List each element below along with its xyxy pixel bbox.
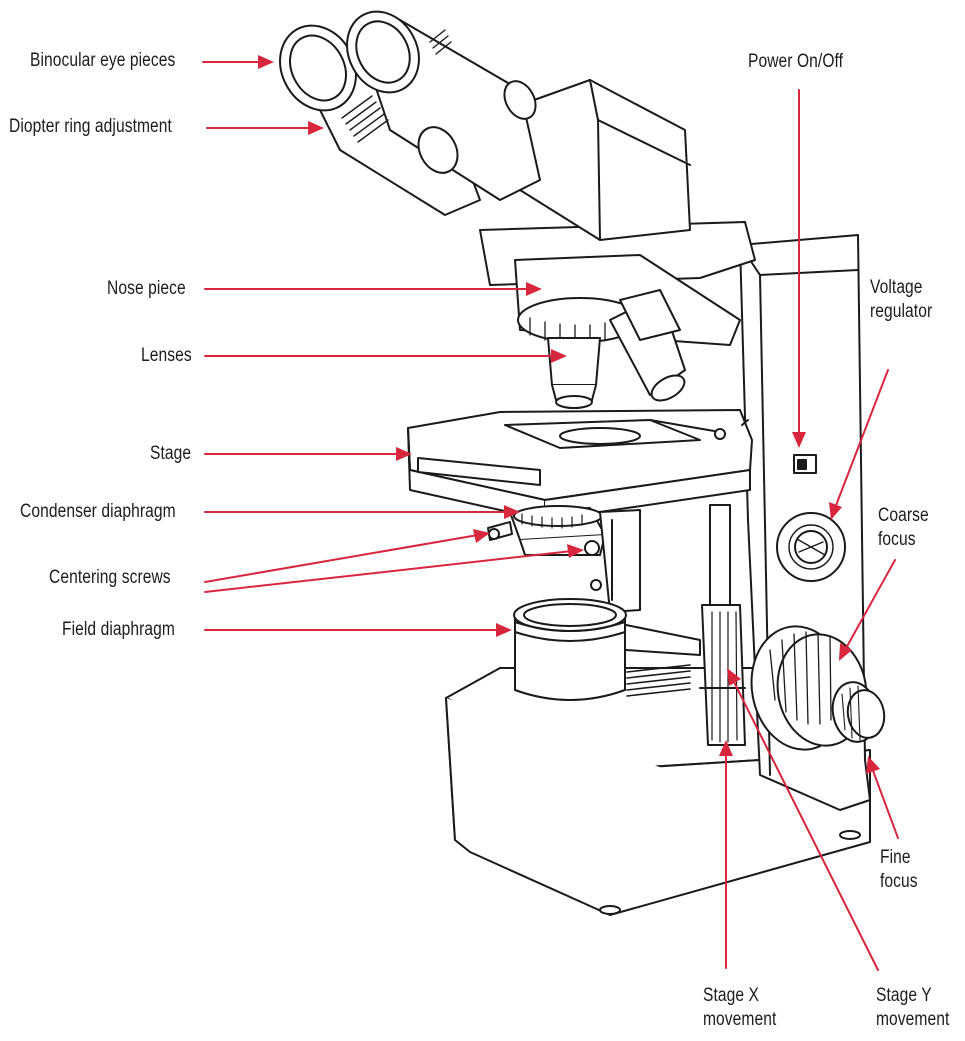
label-stage-x-line-2: movement [703, 1009, 777, 1030]
microscope-condenser [487, 505, 641, 613]
arrow-fine [871, 767, 899, 839]
label-voltage-line-2: regulator [870, 301, 933, 322]
label-stage-y-line-1: Stage Y [876, 985, 932, 1006]
label-stage-x-line-1: Stage X [703, 985, 760, 1006]
label-voltage-line-1: Voltage [870, 277, 923, 298]
label-fine-line-1: Fine [880, 847, 911, 868]
label-coarse-line-1: Coarse [878, 505, 929, 526]
pointer-arrows [202, 55, 899, 971]
microscope-nosepiece [514, 254, 741, 409]
label-fine-focus: Fine focus [880, 846, 918, 894]
label-stage-y-line-2: movement [876, 1009, 950, 1030]
arrow-centering-2 [204, 550, 573, 593]
label-stage-x-movement: Stage X movement [703, 984, 776, 1032]
arrow-coarse [844, 559, 896, 651]
label-stage-y-movement: Stage Y movement [876, 984, 949, 1032]
arrow-centering-1 [204, 534, 479, 583]
microscope-stage [407, 409, 753, 521]
microscope-focus-knobs [750, 625, 886, 751]
microscope-stage-controls [699, 504, 746, 746]
arrow-stage-y [732, 679, 879, 971]
arrow-voltage [834, 369, 889, 509]
label-coarse-focus: Coarse focus [878, 504, 929, 552]
label-stage: Stage [150, 443, 192, 464]
label-nose-piece: Nose piece [107, 278, 186, 299]
label-binocular-eye-pieces: Binocular eye pieces [30, 50, 176, 71]
label-coarse-line-2: focus [878, 529, 916, 550]
label-diopter-ring-adjustment: Diopter ring adjustment [9, 116, 172, 137]
label-power-on-off: Power On/Off [748, 51, 844, 72]
label-field-diaphragm: Field diaphragm [62, 619, 175, 640]
label-condenser-diaphragm: Condenser diaphragm [20, 501, 176, 522]
label-fine-line-2: focus [880, 871, 918, 892]
label-voltage-regulator: Voltage regulator [870, 276, 932, 324]
label-centering-screws: Centering screws [49, 567, 171, 588]
microscope-field-diaphragm [513, 598, 701, 701]
microscope-head [279, 10, 756, 286]
label-lenses: Lenses [141, 345, 192, 366]
